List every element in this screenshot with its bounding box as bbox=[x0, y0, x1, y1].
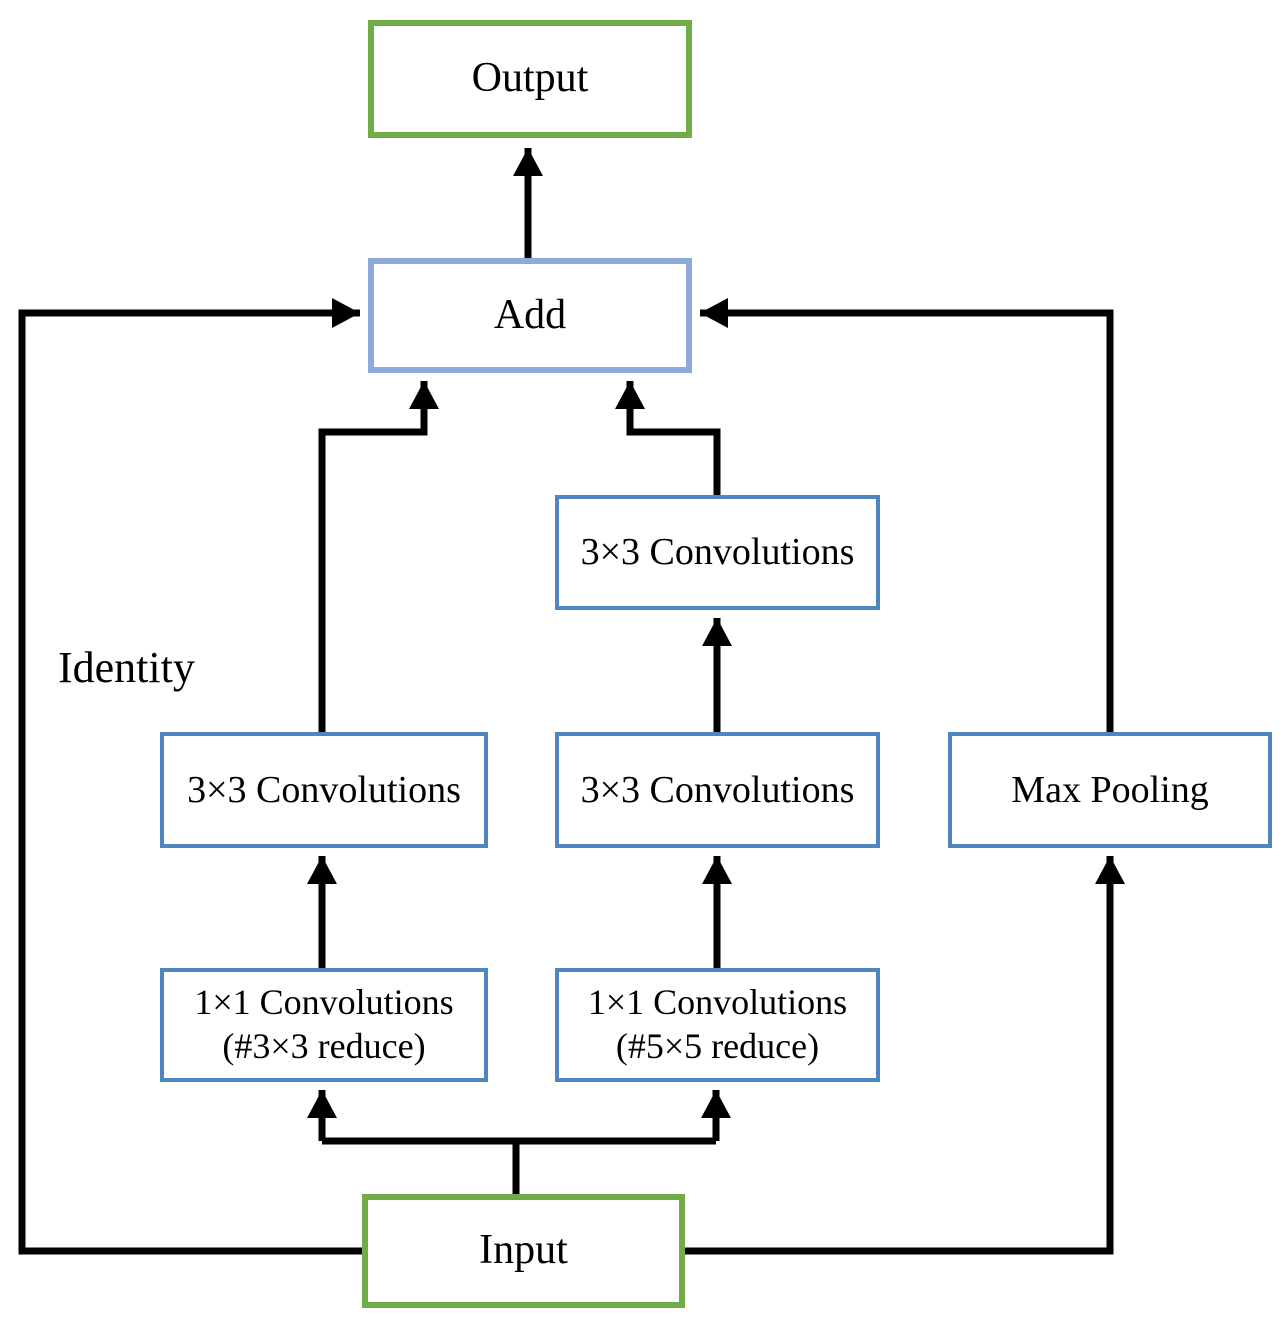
node-conv1x1-mid: 1×1 Convolutions (#5×5 reduce) bbox=[555, 968, 880, 1082]
edge-identity-skip bbox=[18, 298, 362, 1255]
node-input-label: Input bbox=[479, 1227, 568, 1274]
node-add-label: Add bbox=[493, 291, 567, 338]
node-max-pooling: Max Pooling bbox=[948, 732, 1272, 848]
node-conv1x1-left: 1×1 Convolutions (#3×3 reduce) bbox=[160, 968, 488, 1082]
edge-maxpool-to-add bbox=[700, 298, 1114, 732]
edge-conv3top-to-add bbox=[615, 381, 721, 495]
node-output: Output bbox=[368, 20, 692, 138]
node-conv1x1-left-label-line1: 1×1 Convolutions bbox=[194, 982, 454, 1023]
node-conv3x3-mid: 3×3 Convolutions bbox=[555, 732, 880, 848]
edge-input-to-maxpool bbox=[685, 856, 1125, 1255]
node-max-pooling-label: Max Pooling bbox=[1011, 768, 1209, 811]
node-conv1x1-mid-label-line2: (#5×5 reduce) bbox=[615, 1026, 820, 1066]
node-conv3x3-top-label: 3×3 Convolutions bbox=[580, 531, 855, 574]
node-add: Add bbox=[368, 258, 692, 373]
node-conv1x1-left-label-line2: (#3×3 reduce) bbox=[222, 1026, 426, 1066]
node-conv3x3-left: 3×3 Convolutions bbox=[160, 732, 488, 848]
node-conv1x1-mid-label-line1: 1×1 Convolutions bbox=[587, 982, 848, 1023]
identity-label: Identity bbox=[58, 643, 195, 692]
node-output-label: Output bbox=[471, 55, 589, 102]
node-conv3x3-left-label: 3×3 Convolutions bbox=[187, 768, 461, 811]
edge-conv3l-to-add bbox=[318, 381, 439, 732]
node-conv3x3-mid-label: 3×3 Convolutions bbox=[580, 768, 855, 811]
node-input: Input bbox=[362, 1194, 685, 1308]
node-conv3x3-top: 3×3 Convolutions bbox=[555, 495, 880, 610]
